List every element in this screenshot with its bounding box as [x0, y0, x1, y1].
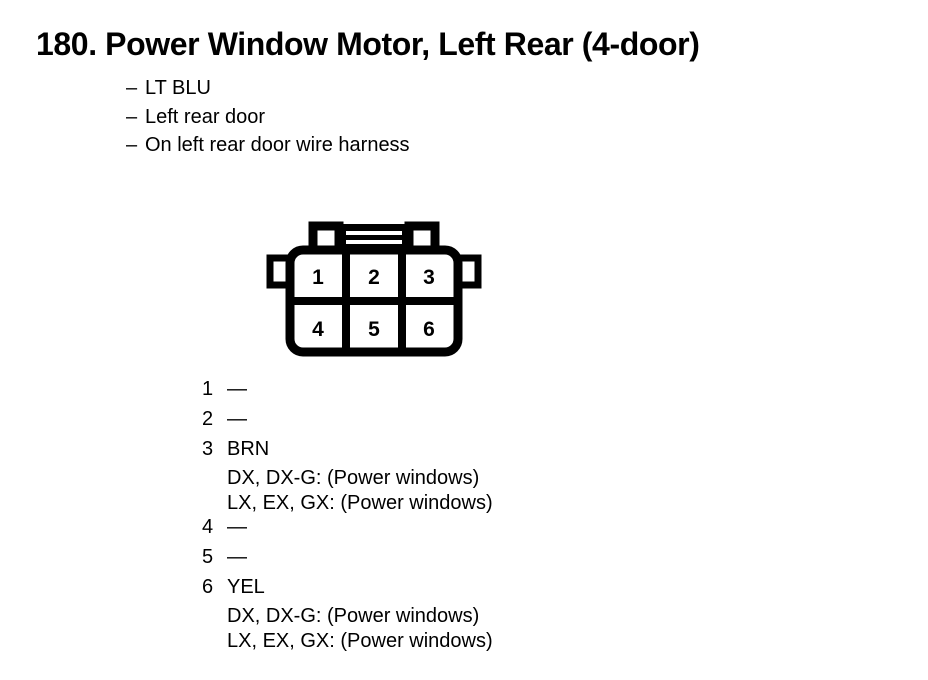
descriptor-item: – Left rear door — [126, 103, 410, 132]
connector-cell-dividers — [294, 254, 454, 348]
pin-number: 3 — [202, 438, 214, 460]
connector-pin-label-6: 6 — [423, 318, 435, 341]
connector-pin-label-4: 4 — [312, 318, 324, 341]
pin-number: 4 — [202, 516, 214, 538]
pin-note: DX, DX-G: (Power windows) — [227, 467, 480, 489]
pin-note: LX, EX, GX: (Power windows) — [227, 492, 493, 514]
connector-pin-label-1: 1 — [312, 266, 324, 289]
pin-wire-color: — — [227, 378, 247, 400]
dash-bullet-icon: – — [126, 105, 138, 128]
pin-wire-color: — — [227, 546, 247, 568]
page-title: 180. Power Window Motor, Left Rear (4-do… — [36, 26, 700, 62]
pin-number: 2 — [202, 408, 214, 430]
pin-wire-color: YEL — [227, 576, 265, 598]
pin-note: LX, EX, GX: (Power windows) — [227, 630, 493, 652]
pin-number: 5 — [202, 546, 214, 568]
connector-pin-label-3: 3 — [423, 266, 435, 289]
pin-entry: 4 — — [202, 516, 493, 546]
pin-wire-color: — — [227, 408, 247, 430]
pin-entry: 2 — — [202, 408, 493, 438]
dash-bullet-icon: – — [126, 134, 138, 156]
connector-illustration: 1 2 3 4 5 6 — [266, 221, 482, 357]
pin-number: 1 — [202, 378, 214, 400]
dash-bullet-icon: – — [126, 77, 138, 99]
pin-number: 6 — [202, 576, 214, 598]
descriptor-text: Left rear door — [145, 105, 266, 128]
pin-note: DX, DX-G: (Power windows) — [227, 605, 480, 627]
pin-wire-color: BRN — [227, 438, 270, 460]
pin-entry: 6 YEL DX, DX-G: (Power windows) LX, EX, … — [202, 576, 493, 654]
pin-assignment-list: 1 — 2 — 3 BRN DX, DX-G: (Power windows) … — [202, 378, 493, 654]
connector-diagram: 1 2 3 4 5 6 — [262, 214, 486, 362]
descriptor-item: – LT BLU — [126, 74, 410, 103]
pin-wire-color: — — [227, 516, 247, 538]
pin-entry: 5 — — [202, 546, 493, 576]
descriptor-item: – On left rear door wire harness — [126, 131, 410, 160]
pin-entry: 1 — — [202, 378, 493, 408]
connector-pin-label-2: 2 — [368, 266, 380, 289]
connector-pin-label-5: 5 — [368, 318, 380, 341]
descriptor-text: On left rear door wire harness — [145, 134, 410, 156]
descriptor-list: – LT BLU – Left rear door – On left rear… — [126, 74, 410, 160]
descriptor-text: LT BLU — [145, 77, 211, 99]
pin-entry: 3 BRN DX, DX-G: (Power windows) LX, EX, … — [202, 438, 493, 516]
